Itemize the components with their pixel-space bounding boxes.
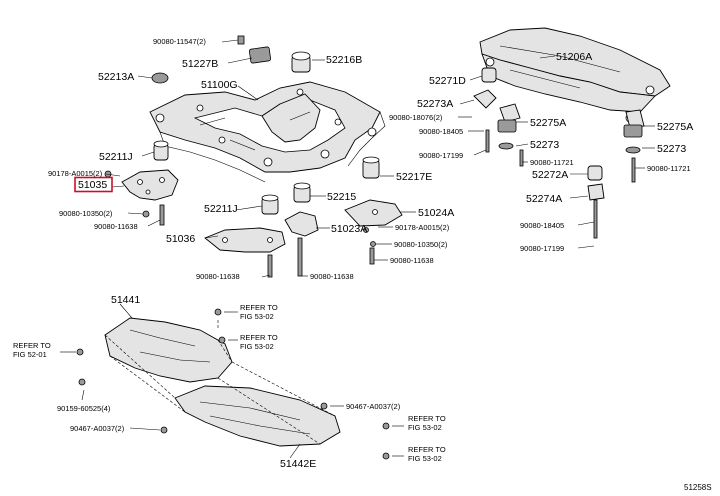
label-bolt-90178-A0015-right[interactable]: 90178-A0015(2): [395, 223, 450, 232]
refer-label-1-line1[interactable]: REFER TO: [240, 303, 278, 312]
front-crossmember-drawing: [149, 81, 386, 183]
highlight-box-51035: [74, 176, 113, 193]
label-51442E[interactable]: 51442E: [280, 458, 316, 470]
label-52213A[interactable]: 52213A: [98, 71, 134, 83]
label-bolt-90080-17199-upper[interactable]: 90080-17199: [419, 151, 463, 160]
refer-label-5-line1[interactable]: REFER TO: [408, 445, 446, 454]
label-51441[interactable]: 51441: [111, 294, 140, 306]
label-bolt-90178-A0015-left[interactable]: 90178-A0015(2): [48, 169, 103, 178]
label-51035[interactable]: 51035: [78, 179, 107, 191]
label-52211J-lower[interactable]: 52211J: [204, 203, 238, 215]
label-bolt-90080-11721-left[interactable]: 90080-11721: [530, 158, 574, 167]
leader-lines: [60, 39, 655, 459]
rear-suspension-member-drawing: [473, 27, 671, 239]
label-bolt-90080-11721-right[interactable]: 90080-11721: [647, 164, 691, 173]
label-bolt-90467-A0037-right[interactable]: 90467-A0037(2): [346, 402, 401, 411]
bracket-51035-drawing: [104, 169, 179, 226]
refer-label-4-line2[interactable]: FIG 53-02: [408, 423, 442, 432]
refer-label-5-line2[interactable]: FIG 53-02: [408, 454, 442, 463]
refer-label-2-line2[interactable]: FIG 53-02: [240, 342, 274, 351]
label-52273-right[interactable]: 52273: [657, 143, 686, 155]
mount-bushings-center: [151, 35, 380, 215]
label-bolt-90080-10350-left[interactable]: 90080-10350(2): [59, 209, 113, 218]
label-bolt-90080-11638-right[interactable]: 90080-11638: [390, 256, 434, 265]
refer-label-1-line2[interactable]: FIG 53-02: [240, 312, 274, 321]
label-52273A[interactable]: 52273A: [417, 98, 453, 110]
label-52275A-right[interactable]: 52275A: [657, 121, 693, 133]
label-bolt-90467-A0037-left[interactable]: 90467-A0037(2): [70, 424, 125, 433]
refer-label-4-line1[interactable]: REFER TO: [408, 414, 446, 423]
refer-label-3-line1[interactable]: REFER TO: [13, 341, 51, 350]
label-bolt-90080-10350-right[interactable]: 90080-10350(2): [394, 240, 448, 249]
label-bolt-90080-17199-lower[interactable]: 90080-17199: [520, 244, 564, 253]
label-52216B[interactable]: 52216B: [326, 54, 362, 66]
label-51036[interactable]: 51036: [166, 233, 195, 245]
label-52273-left[interactable]: 52273: [530, 139, 559, 151]
label-52275A-left[interactable]: 52275A: [530, 117, 566, 129]
label-bolt-90080-18076[interactable]: 90080-18076(2): [389, 113, 443, 122]
label-bolt-90080-11638-center[interactable]: 90080-11638: [310, 272, 354, 281]
label-52271D[interactable]: 52271D: [429, 75, 466, 87]
label-51024A[interactable]: 51024A: [418, 207, 454, 219]
refer-label-3-line2[interactable]: FIG 52-01: [13, 350, 47, 359]
label-52215[interactable]: 52215: [327, 191, 356, 203]
label-51100G[interactable]: 51100G: [201, 79, 238, 91]
label-bolt-90080-11547[interactable]: 90080-11547(2): [153, 37, 206, 46]
label-52211J-upper[interactable]: 52211J: [99, 151, 133, 163]
bracket-51024A-drawing: [284, 199, 403, 265]
label-52217E[interactable]: 52217E: [396, 171, 432, 183]
label-52274A[interactable]: 52274A: [526, 193, 562, 205]
refer-label-2-line1[interactable]: REFER TO: [240, 333, 278, 342]
label-bolt-90080-11638-left[interactable]: 90080-11638: [94, 222, 138, 231]
label-51227B[interactable]: 51227B: [182, 58, 218, 70]
label-51206A[interactable]: 51206A: [556, 51, 592, 63]
engine-under-cover-drawing: [76, 308, 390, 460]
label-bolt-90080-18405-lower[interactable]: 90080-18405: [520, 221, 564, 230]
bracket-51036-drawing: [204, 227, 303, 278]
label-bolt-90080-11638-mid[interactable]: 90080-11638: [196, 272, 240, 281]
figure-code: 51258S: [684, 483, 712, 492]
label-51023A[interactable]: 51023A: [331, 223, 367, 235]
label-52272A[interactable]: 52272A: [532, 169, 568, 181]
label-bolt-90159-60525[interactable]: 90159-60525(4): [57, 404, 111, 413]
label-bolt-90080-18405-upper[interactable]: 90080-18405: [419, 127, 463, 136]
